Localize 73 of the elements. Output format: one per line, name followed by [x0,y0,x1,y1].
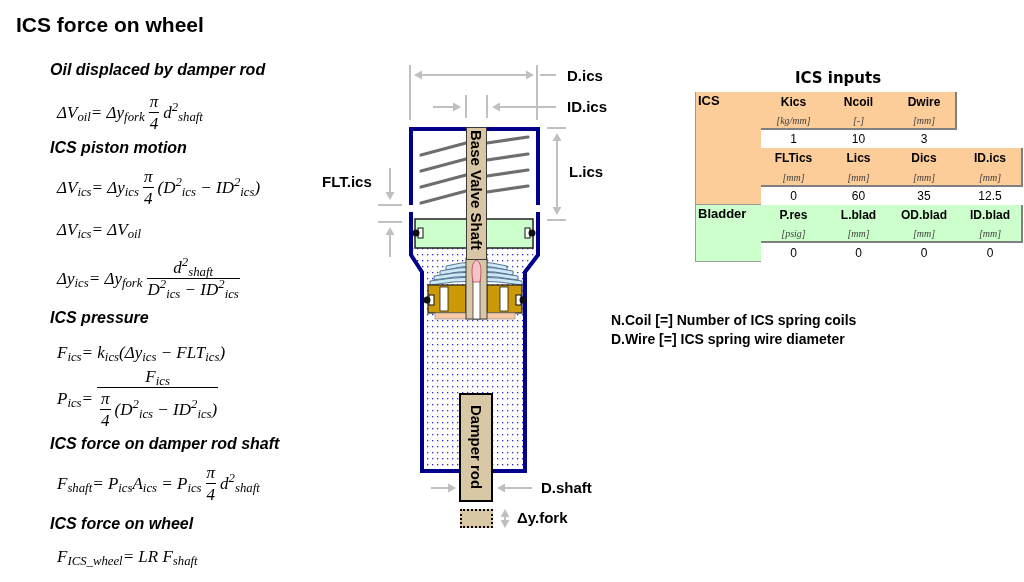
unit-label: [psig] [781,228,806,240]
formula: F$_{ics}$= k$_{ics}$(Δy$_{ics}$ − FLT$_{ics}$) [56,342,227,362]
table-value: 0 [920,245,928,260]
fraction-denominator: (D$^{2}$$_{ics}$ − ID$^{2}$$_{ics}$) [113,399,219,419]
unit-label: [mm] [912,115,936,127]
fraction-denominator: 4 [100,410,111,430]
valve-shaft [466,127,487,260]
section-heading: ICS force on wheel [50,514,194,534]
fraction-denominator: 4 [143,188,154,208]
formula: F$_{ICS_wheel}$= LR F$_{shaft}$ [56,546,199,566]
unit-label: [kg/mm] [776,115,811,127]
dimension-label: L.ics [569,163,604,181]
column-header: P.res [779,207,808,223]
dimension-label: D.ics [567,67,603,85]
column-header: Dwire [907,94,941,110]
table-value: 10 [851,132,866,146]
column-header: Ncoil [843,94,874,110]
table-value: 0 [986,245,994,260]
table-value: 12.5 [978,189,1002,203]
unit-label: [mm] [847,228,870,240]
table-value: 35 [917,189,931,203]
dimension-label: FLT.ics [322,173,372,191]
damper-rod [459,393,493,502]
node-label: Damper rod [466,405,486,490]
table-title: ICS inputs [794,68,882,88]
formula: ΔV$_{oil}$= Δy$_{fork}$ [56,102,146,122]
column-header: Dics [911,150,937,166]
fraction-denominator: 4 [205,484,217,504]
section-heading: ICS piston motion [50,138,187,158]
row-header: ICS [697,92,720,109]
unit-label: [-] [852,115,865,127]
table-value: 1 [790,132,797,146]
node-label: Base Valve Shaft [467,130,486,251]
formula: ΔV$_{ics}$= Δy$_{ics}$ [56,177,140,197]
fraction-numerator: π [142,166,154,186]
note-text: D.Wire [=] ICS spring wire diameter [611,330,845,348]
section-heading: ICS pressure [50,308,149,328]
column-header: FLTics [774,150,813,166]
fraction-numerator: π [205,462,217,482]
dimension-label: D.shaft [541,479,592,497]
unit-label: [mm] [912,228,936,240]
section-heading: ICS force on damper rod shaft [50,434,280,454]
section-heading: Oil displaced by damper rod [50,60,266,80]
unit-label: [mm] [847,171,870,184]
row-header: Bladder [697,205,747,222]
unit-label: [mm] [978,171,1002,184]
fraction-numerator: F$_{ics}$ [144,366,171,386]
column-header: Lics [846,150,871,166]
fraction-numerator: π [100,388,111,408]
fraction-numerator: π [148,91,160,111]
unit-label: [mm] [782,171,805,184]
formula: F$_{shaft}$= P$_{ics}$A$_{ics}$ = P$_{ics}$ [56,473,203,493]
table-value: 0 [790,189,797,203]
dimension-label: ID.ics [567,98,608,116]
table-value: 0 [855,245,862,260]
formula: (D$^{2}$$_{ics}$ − ID$^{2}$$_{ics}$) [156,177,262,197]
dimension-label: Δy.fork [517,509,568,527]
table-value: 60 [851,189,866,203]
unit-label: [mm] [912,171,936,184]
table-value: 3 [920,132,928,146]
page-title: ICS force on wheel [16,12,204,38]
formula: ΔV$_{ics}$= ΔV$_{oil}$ [56,219,143,239]
column-header: L.blad [840,207,877,223]
column-header: ID.blad [970,207,1010,223]
table-value: 0 [790,245,797,260]
formula: Δy$_{ics}$= Δy$_{fork}$ [56,268,144,288]
formula: P$_{ics}$= [56,388,95,408]
column-header: OD.blad [901,207,947,223]
column-header: Kics [780,94,807,110]
note-text: N.Coil [=] Number of ICS spring coils [611,311,857,329]
column-header: ID.ics [974,150,1006,166]
fraction-denominator: 4 [148,113,160,133]
unit-label: [mm] [978,228,1002,240]
